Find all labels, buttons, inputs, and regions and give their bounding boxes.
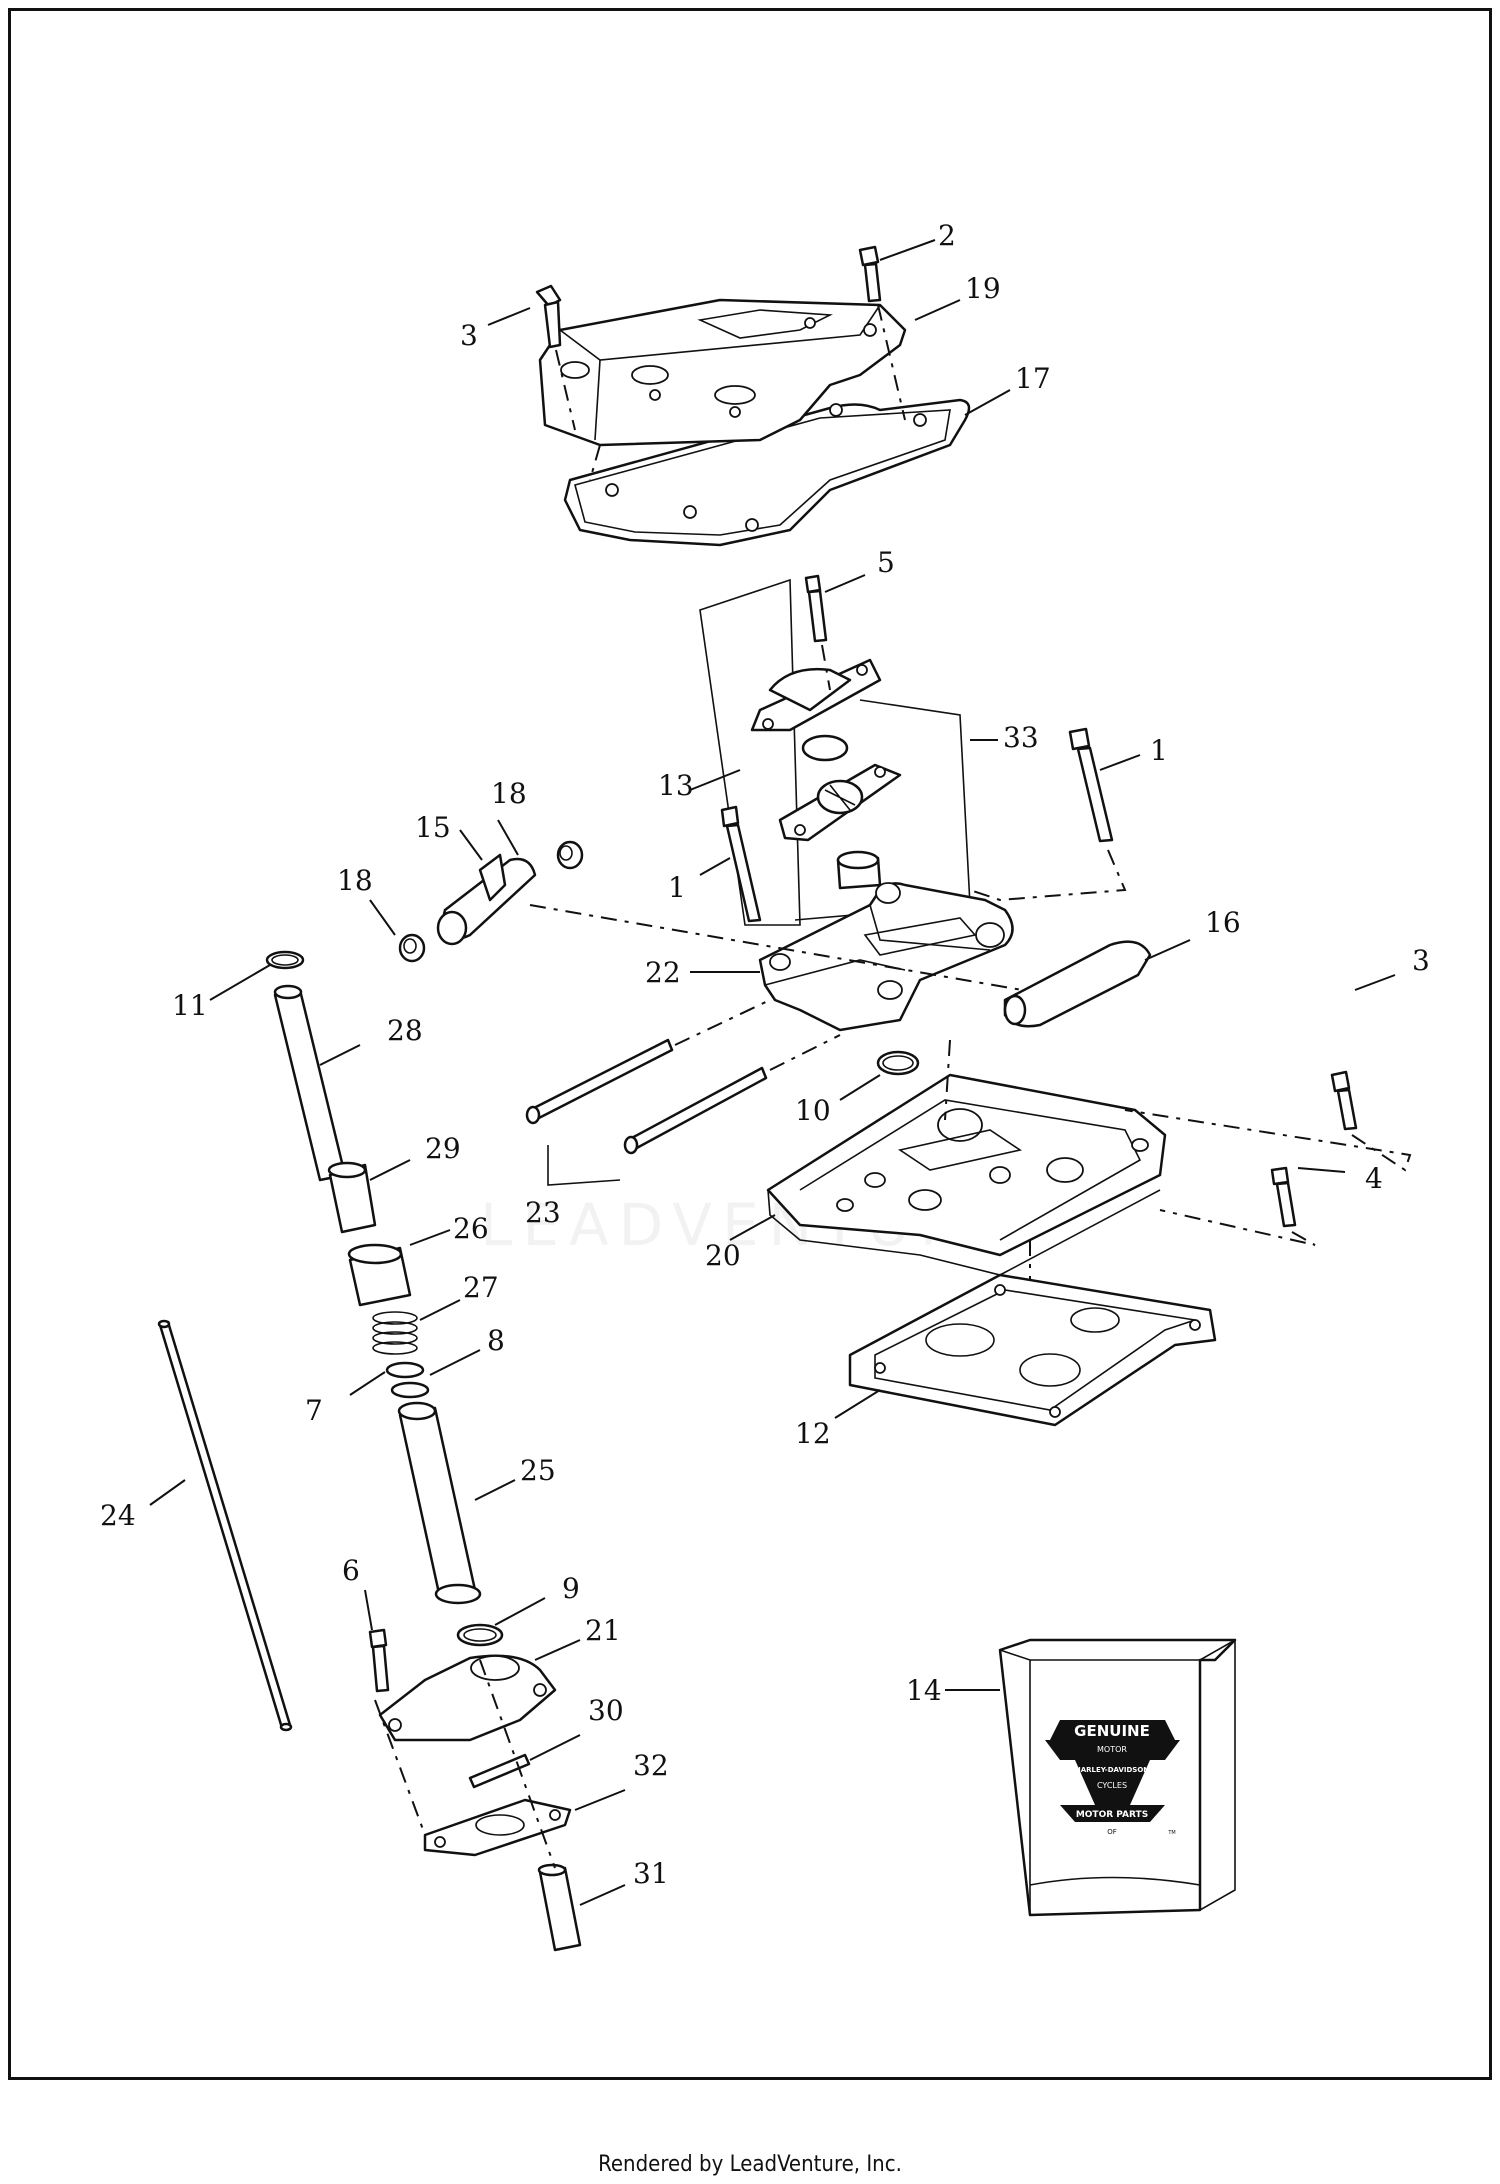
pushrod-24 bbox=[157, 1319, 293, 1732]
logo-harley-davidson: HARLEY-DAVIDSON bbox=[1075, 1766, 1149, 1774]
callout-25: 25 bbox=[520, 1454, 556, 1487]
callout-31: 31 bbox=[633, 1857, 669, 1890]
callout-16: 16 bbox=[1205, 906, 1241, 939]
diagram-frame bbox=[8, 8, 1492, 2080]
callout-3-right: 3 bbox=[1412, 944, 1430, 977]
bolt-3-cover bbox=[535, 284, 576, 431]
bushing-18-top bbox=[556, 840, 584, 870]
leader-lines bbox=[149, 239, 1396, 1906]
callout-27: 27 bbox=[463, 1271, 499, 1304]
genuine-hd-logo: GENUINE MOTOR HARLEY-DAVIDSON CYCLES MOT… bbox=[1045, 1720, 1180, 1836]
rocker-shafts-23 bbox=[525, 999, 841, 1186]
gasket-32 bbox=[423, 1798, 572, 1857]
callout-18-bottom: 18 bbox=[337, 864, 373, 897]
footer-credit: Rendered by LeadVenture, Inc. bbox=[598, 2152, 902, 2177]
callout-30: 30 bbox=[588, 1694, 624, 1727]
bolt-6 bbox=[368, 1628, 390, 1693]
pin-30 bbox=[468, 1753, 531, 1789]
callout-33: 33 bbox=[1003, 721, 1039, 754]
callout-15: 15 bbox=[415, 811, 451, 844]
rocker-housing-gasket-12 bbox=[848, 1273, 1217, 1427]
bolt-4 bbox=[1159, 1166, 1316, 1246]
bolt-1-left bbox=[720, 805, 762, 923]
bolt-1-right bbox=[969, 727, 1127, 902]
spring-27 bbox=[372, 1311, 418, 1355]
logo-tm: TM bbox=[1167, 1830, 1175, 1836]
genuine-parts-box-14: GENUINE MOTOR HARLEY-DAVIDSON CYCLES MOT… bbox=[998, 1638, 1237, 1917]
callout-18-top: 18 bbox=[491, 777, 527, 810]
callout-32: 32 bbox=[633, 1749, 669, 1782]
bolt-3-housing bbox=[1124, 1070, 1412, 1172]
callout-13: 13 bbox=[658, 769, 694, 802]
callout-21: 21 bbox=[585, 1614, 621, 1647]
logo-of: OF bbox=[1107, 1828, 1117, 1836]
spring-cap-26 bbox=[347, 1243, 412, 1307]
callout-numbers: 1 1 2 3 3 4 5 6 7 8 9 10 11 12 13 14 15 … bbox=[100, 219, 1430, 1890]
lifter-cover-21 bbox=[378, 1654, 557, 1742]
rocker-arm-15 bbox=[436, 853, 537, 946]
callout-11: 11 bbox=[172, 989, 208, 1022]
callout-1-left: 1 bbox=[668, 871, 686, 904]
callout-4: 4 bbox=[1365, 1162, 1383, 1195]
rocker-housing-20 bbox=[766, 1073, 1167, 1276]
callout-5: 5 bbox=[877, 546, 895, 579]
callout-9: 9 bbox=[562, 1572, 580, 1605]
callout-14: 14 bbox=[906, 1674, 942, 1707]
breather-cover-13 bbox=[750, 658, 882, 732]
callout-1-right: 1 bbox=[1150, 734, 1168, 767]
callout-28: 28 bbox=[387, 1014, 423, 1047]
callout-20: 20 bbox=[705, 1239, 741, 1272]
cup-29 bbox=[327, 1161, 377, 1234]
callout-23: 23 bbox=[525, 1196, 561, 1229]
logo-cycles: CYCLES bbox=[1097, 1781, 1127, 1790]
logo-genuine: GENUINE bbox=[1074, 1722, 1150, 1740]
bushing-18-bottom bbox=[398, 933, 426, 963]
callout-12: 12 bbox=[795, 1417, 831, 1450]
callout-24: 24 bbox=[100, 1499, 136, 1532]
callout-29: 29 bbox=[425, 1132, 461, 1165]
callout-6: 6 bbox=[342, 1554, 360, 1587]
o-ring-7 bbox=[385, 1361, 425, 1379]
callout-8: 8 bbox=[487, 1324, 505, 1357]
callout-2: 2 bbox=[938, 219, 956, 252]
rocker-cover-gasket bbox=[563, 398, 971, 547]
rocker-support-plate-22 bbox=[758, 882, 1014, 1032]
breather-filter-33 bbox=[778, 699, 971, 921]
logo-motor: MOTOR bbox=[1097, 1745, 1127, 1754]
pushrod-tube-upper-28 bbox=[273, 984, 347, 1182]
o-ring-8 bbox=[390, 1381, 430, 1399]
rocker-arm-16 bbox=[1003, 940, 1152, 1028]
pushrod-tube-lower-25 bbox=[397, 1401, 482, 1605]
callout-22: 22 bbox=[645, 956, 681, 989]
logo-motor-parts: MOTOR PARTS bbox=[1076, 1810, 1148, 1820]
callout-7: 7 bbox=[305, 1394, 323, 1427]
bolt-2-cover bbox=[858, 245, 906, 421]
callout-3-top: 3 bbox=[460, 319, 478, 352]
callout-10: 10 bbox=[795, 1094, 831, 1127]
lifter-31 bbox=[537, 1863, 582, 1952]
callout-19: 19 bbox=[965, 272, 1001, 305]
bolt-5 bbox=[804, 574, 831, 691]
callout-17: 17 bbox=[1015, 362, 1051, 395]
callout-26: 26 bbox=[453, 1212, 489, 1245]
